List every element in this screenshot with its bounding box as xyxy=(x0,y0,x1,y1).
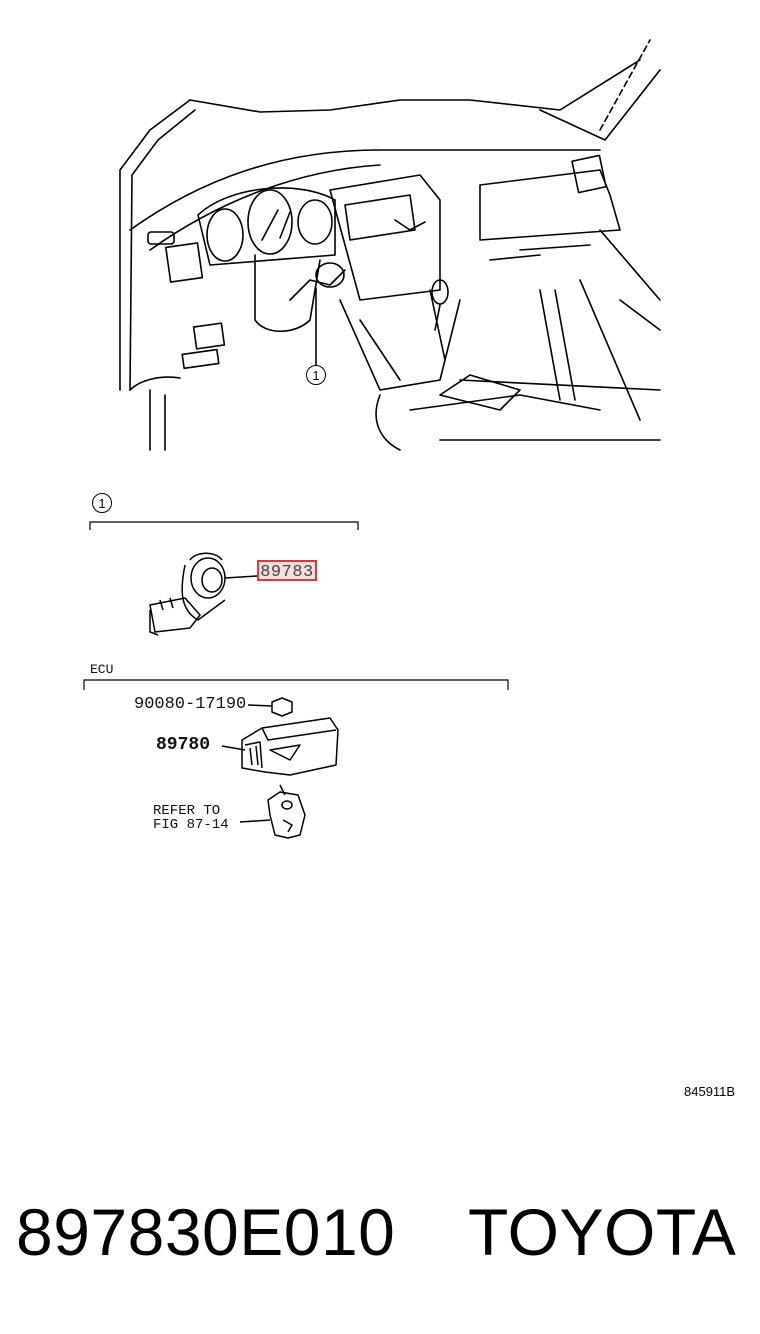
left-vent xyxy=(164,242,204,283)
glovebox-panel xyxy=(479,169,621,241)
gauge-right xyxy=(297,199,333,245)
ecu-section-bracket xyxy=(83,679,509,690)
gauge-left xyxy=(206,208,244,262)
part-number-90080-17190[interactable]: 90080-17190 xyxy=(134,695,247,714)
center-stack xyxy=(329,174,441,301)
refer-to-label: REFER TO FIG 87-14 xyxy=(153,804,229,832)
a-pillar-left xyxy=(119,99,191,391)
part-number-89780[interactable]: 89780 xyxy=(156,735,211,755)
callout-1-top[interactable]: 1 xyxy=(306,365,326,385)
section-1-callout[interactable]: 1 xyxy=(92,493,112,513)
ignition-switch-location xyxy=(315,262,345,288)
gauge-center xyxy=(247,189,293,255)
part-number-89783-highlight[interactable]: 89783 xyxy=(257,560,317,582)
windshield-top xyxy=(189,59,641,113)
right-vent xyxy=(571,154,607,194)
figure-code: 845911B xyxy=(684,1084,736,1099)
ecu-box xyxy=(241,717,339,776)
refer-line-1: REFER TO xyxy=(153,803,221,819)
ecu-drawing xyxy=(221,697,339,839)
nut-shape xyxy=(271,697,293,717)
steering-column xyxy=(254,254,321,332)
caption-brand: TOYOTA xyxy=(468,1195,737,1269)
dashboard-illustration xyxy=(119,39,661,451)
a-pillar-left-inner xyxy=(129,109,196,391)
leader-refer xyxy=(239,819,271,823)
leader-ecu xyxy=(221,745,246,751)
ecu-section-label: ECU xyxy=(90,662,114,677)
ignition-switch-drawing xyxy=(149,552,258,636)
section-1-bracket xyxy=(89,521,359,530)
caption-part-number: 897830E010 xyxy=(16,1195,396,1269)
leader-nut xyxy=(247,704,273,707)
refer-line-2: FIG 87-14 xyxy=(153,817,229,833)
leader-89783 xyxy=(224,575,258,579)
dash-top xyxy=(129,149,601,231)
bracket-shape xyxy=(267,791,306,839)
